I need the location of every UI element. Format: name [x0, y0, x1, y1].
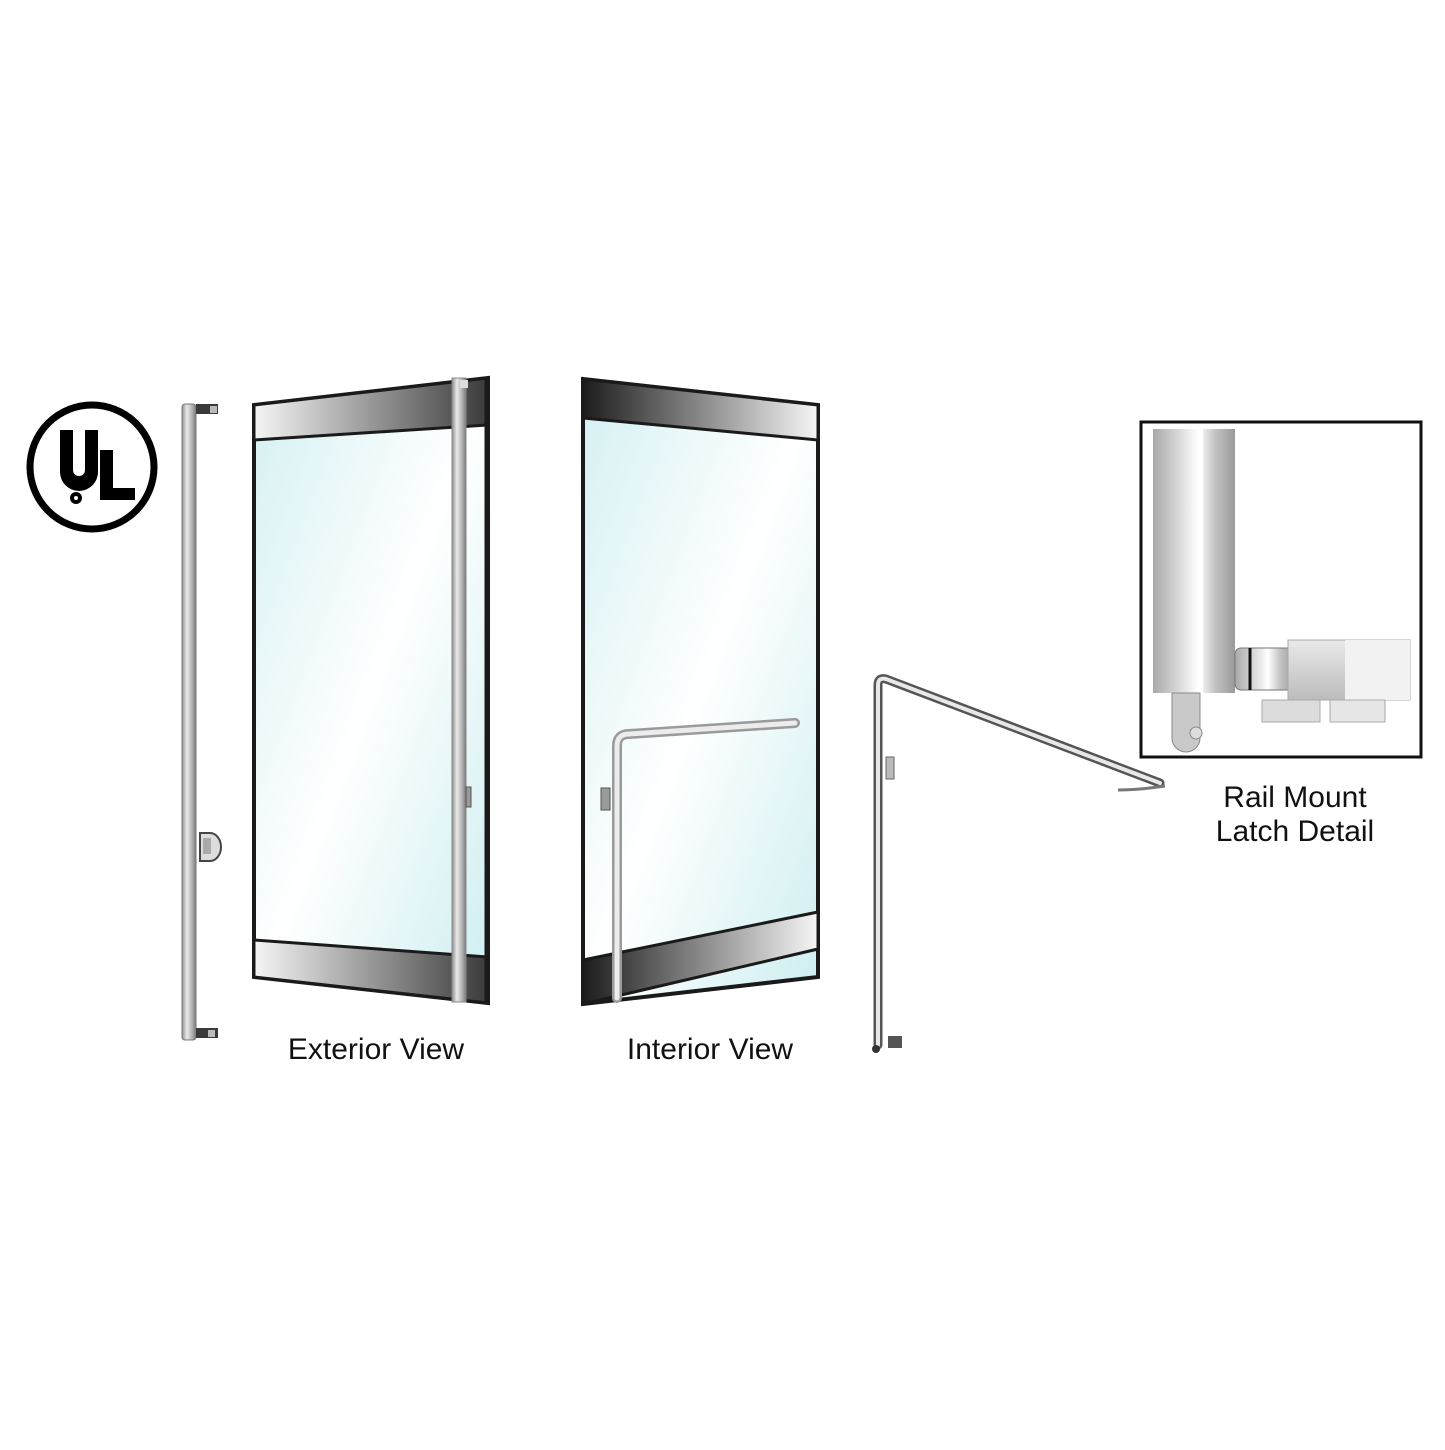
rail-mount-latch-detail — [1139, 420, 1423, 759]
interior-view-caption: Interior View — [626, 1033, 794, 1066]
exterior-view-caption: Exterior View — [287, 1033, 465, 1066]
interior-view-door — [581, 376, 820, 1007]
pull-handle-bar — [181, 403, 222, 1041]
latch-detail-caption: Rail Mount Latch Detail — [1170, 781, 1420, 849]
latch-detail-caption-line1: Rail Mount — [1223, 781, 1367, 814]
exterior-view-door — [252, 375, 490, 1006]
latch-detail-caption-line2: Latch Detail — [1215, 815, 1375, 848]
ul-certification-icon — [26, 401, 158, 533]
push-bar-hardware — [872, 674, 1166, 1053]
